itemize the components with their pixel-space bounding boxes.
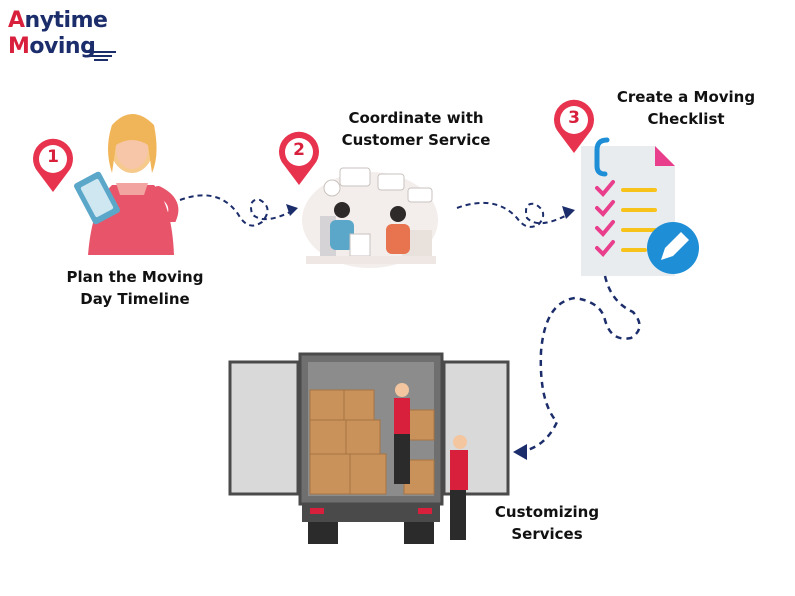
map-pin-icon [279, 131, 319, 185]
step-2-badge: 2 [276, 131, 322, 187]
logo-line-2: Moving [8, 34, 96, 59]
dashed-arrow-3-to-4 [513, 275, 641, 460]
moving-truck-icon [228, 352, 510, 544]
logo-line-1: Anytime [8, 8, 108, 33]
step-1-badge: 1 [30, 138, 76, 194]
dashed-arrow-2-to-3 [456, 201, 575, 228]
step-1-label: Plan the Moving Day Timeline [66, 268, 204, 308]
logo-speed-lines-icon [86, 51, 116, 61]
step-3-number: 3 [568, 108, 580, 128]
step-4-label: Customizing Services [494, 503, 600, 543]
map-pin-icon [554, 99, 594, 153]
step-1-number: 1 [47, 147, 59, 167]
woman-with-clipboard-icon [74, 114, 179, 255]
step-2-number: 2 [293, 140, 305, 160]
step-3-label: Create a Moving Checklist [616, 88, 756, 128]
step-2-label: Coordinate with Customer Service [341, 109, 491, 149]
checklist-clipboard-icon [581, 137, 699, 276]
customer-service-meeting-icon [302, 167, 438, 268]
brand-logo: Anytime Moving [8, 8, 118, 63]
dashed-arrow-1-to-2 [179, 194, 298, 227]
map-pin-icon [33, 138, 73, 192]
step-3-badge: 3 [551, 99, 597, 155]
